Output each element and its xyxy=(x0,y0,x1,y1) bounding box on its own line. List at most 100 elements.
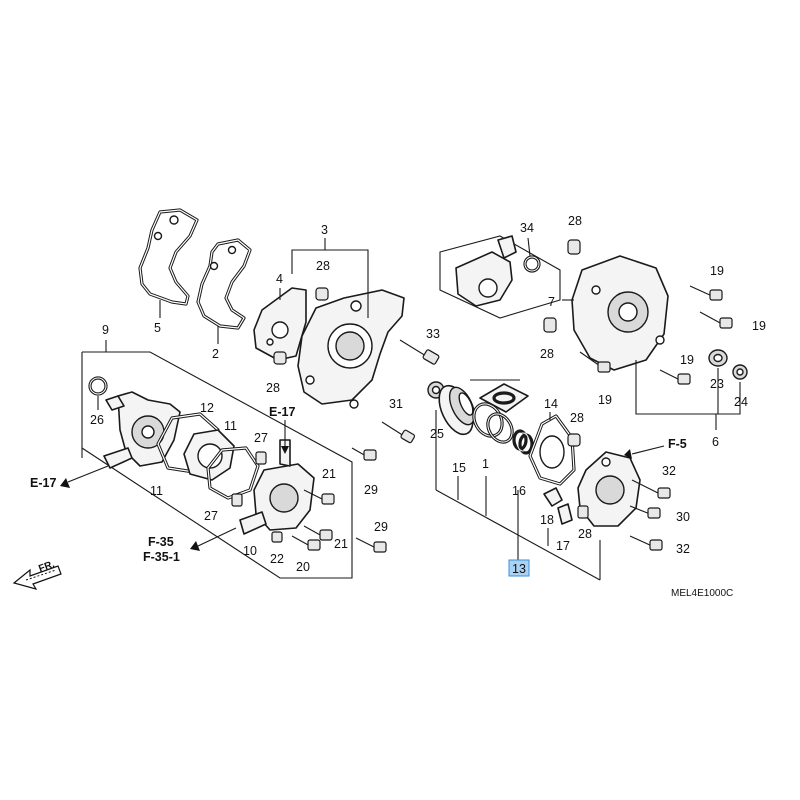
diagram-code: MEL4E1000C xyxy=(671,588,733,599)
callout-29a: 29 xyxy=(364,483,378,497)
callout-32a: 32 xyxy=(662,464,676,478)
front-label: FR. xyxy=(37,559,56,575)
callout-20: 20 xyxy=(296,560,310,574)
bolt-20 xyxy=(291,535,321,551)
ref-f5: F-5 xyxy=(668,437,687,451)
pump-cover-10 xyxy=(239,439,315,535)
callout-33: 33 xyxy=(426,327,440,341)
ref-f35: F-35 xyxy=(148,535,174,549)
callout-26: 26 xyxy=(90,413,104,427)
callout-13-highlight xyxy=(508,559,530,577)
callout-1: 1 xyxy=(482,457,489,471)
cap-24 xyxy=(732,364,748,380)
callout-31: 31 xyxy=(389,397,403,411)
callout-15: 15 xyxy=(452,461,466,475)
callout-2: 2 xyxy=(212,347,219,361)
callout-27a: 27 xyxy=(254,431,268,445)
callout-19d: 19 xyxy=(680,353,694,367)
callout-27b: 27 xyxy=(204,509,218,523)
callout-21b: 21 xyxy=(334,537,348,551)
clip-17 xyxy=(557,503,573,525)
ref-arrow-f35 xyxy=(190,527,237,551)
leader-34 xyxy=(527,237,531,257)
dowel-27a xyxy=(255,451,267,465)
callout-17: 17 xyxy=(556,539,570,553)
dowel-28e xyxy=(567,433,581,447)
seal-kit-card xyxy=(479,383,529,413)
housing-3 xyxy=(297,289,405,409)
callout-10: 10 xyxy=(243,544,257,558)
pump-impeller-26 xyxy=(88,376,108,396)
ref-e17-top: E-17 xyxy=(269,405,295,419)
dowel-28a xyxy=(315,287,329,301)
callout-6: 6 xyxy=(712,435,719,449)
bolt-32b xyxy=(629,535,663,551)
callout-9: 9 xyxy=(102,323,109,337)
callout-28b: 28 xyxy=(266,381,280,395)
bolt-30 xyxy=(629,505,661,519)
callout-19a: 19 xyxy=(710,264,724,278)
housing-cap xyxy=(577,451,641,527)
callout-34: 34 xyxy=(520,221,534,235)
callout-12: 12 xyxy=(200,401,214,415)
callout-32b: 32 xyxy=(676,542,690,556)
callout-30: 30 xyxy=(676,510,690,524)
ref-e17-left: E-17 xyxy=(30,476,56,490)
callout-11a: 11 xyxy=(224,419,237,433)
callout-28c: 28 xyxy=(568,214,582,228)
callout-28f: 28 xyxy=(578,527,592,541)
bolt-19a xyxy=(689,285,723,301)
gasket-14 xyxy=(528,414,576,486)
ref-f35-1: F-35-1 xyxy=(143,550,180,564)
thermostat-housing xyxy=(455,235,517,307)
cover-11 xyxy=(183,429,235,481)
callout-28a: 28 xyxy=(316,259,330,273)
dowel-28c xyxy=(567,239,581,255)
bracket-3 xyxy=(291,249,369,318)
fitting-18 xyxy=(543,487,563,507)
front-direction-arrow-icon xyxy=(12,565,62,590)
bolt-29b xyxy=(355,537,387,553)
spring-16 xyxy=(512,429,534,455)
ref-arrow-e17-top xyxy=(281,420,289,454)
callout-25: 25 xyxy=(430,427,444,441)
clamp-34 xyxy=(523,255,541,273)
gasket-5 xyxy=(138,208,199,306)
callout-4: 4 xyxy=(276,272,283,286)
bracket-6 xyxy=(635,360,741,415)
bolt-31 xyxy=(381,421,416,444)
callout-5: 5 xyxy=(154,321,161,335)
callout-16: 16 xyxy=(512,484,526,498)
gasket-2 xyxy=(196,238,252,330)
callout-18: 18 xyxy=(540,513,554,527)
callout-3: 3 xyxy=(321,223,328,237)
plate-4 xyxy=(253,287,307,361)
callout-28e: 28 xyxy=(570,411,584,425)
seal-23 xyxy=(708,349,728,367)
bolt-21a xyxy=(303,489,335,505)
bolt-19d xyxy=(659,369,691,385)
callout-14: 14 xyxy=(544,397,558,411)
callout-7: 7 xyxy=(548,295,555,309)
callout-24: 24 xyxy=(734,395,748,409)
callout-13: 13 xyxy=(512,562,526,576)
dowel-28f xyxy=(577,505,589,519)
callout-19c: 19 xyxy=(598,393,612,407)
dowel-28d xyxy=(543,317,557,333)
dowel-27b xyxy=(231,493,243,507)
inset-box xyxy=(439,235,561,319)
callout-28d: 28 xyxy=(540,347,554,361)
dowel-28b xyxy=(273,351,287,365)
pump-body xyxy=(103,391,181,469)
callout-23: 23 xyxy=(710,377,724,391)
ref-arrow-f5 xyxy=(624,445,665,459)
bracket-9-box xyxy=(81,351,353,579)
washer-22 xyxy=(271,531,283,543)
callout-19b: 19 xyxy=(752,319,766,333)
bolt-33 xyxy=(399,339,440,365)
callout-21a: 21 xyxy=(322,467,336,481)
bolt-19b xyxy=(699,311,733,329)
bolt-29a xyxy=(351,447,377,461)
bolt-32a xyxy=(631,479,671,499)
